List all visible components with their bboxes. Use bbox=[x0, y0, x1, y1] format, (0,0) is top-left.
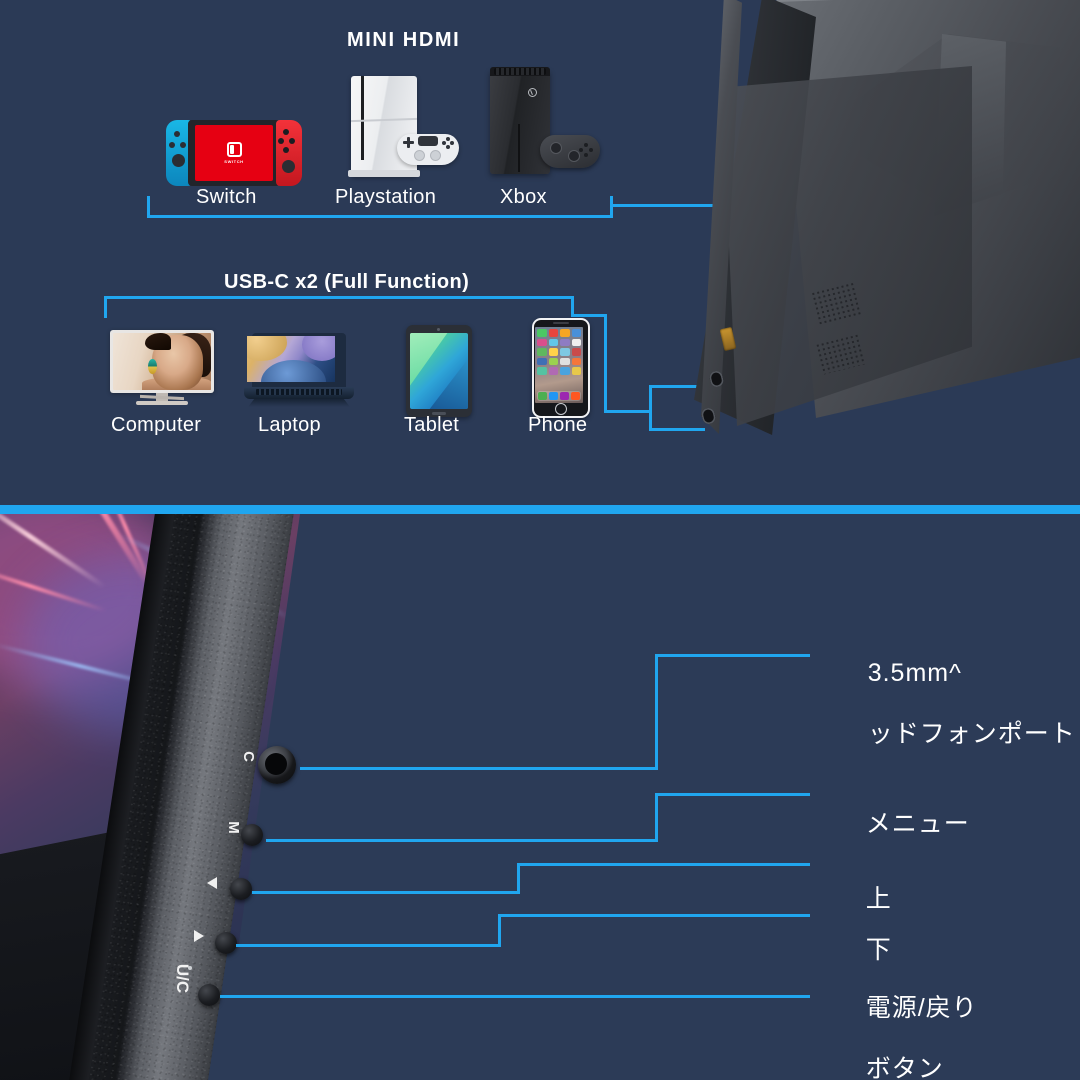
callout-down-line1: 下 bbox=[865, 935, 892, 964]
callout-label-headphone: 3.5mm^ ッドフォンポート bbox=[820, 627, 1076, 780]
portable-monitor-rear-render bbox=[672, 0, 1080, 466]
callout-line-power-h bbox=[220, 995, 810, 998]
hdmi-leader-horizontal bbox=[610, 204, 732, 207]
device-label-switch: Switch bbox=[196, 186, 257, 208]
phone-screen-homescreen bbox=[535, 327, 583, 403]
xbox-top-vent bbox=[494, 68, 546, 75]
usbc-bracket-right-tick bbox=[571, 296, 574, 317]
callout-line-headphone-v bbox=[655, 654, 658, 770]
callout-line-menu-v bbox=[655, 793, 658, 842]
ps-disc-slot bbox=[361, 76, 364, 160]
power-back-button[interactable] bbox=[198, 984, 220, 1006]
callout-up-line1: 上 bbox=[865, 884, 892, 913]
up-arrow-icon bbox=[207, 877, 217, 889]
tablet-screen-wallpaper bbox=[410, 333, 468, 409]
device-label-playstation: Playstation bbox=[335, 186, 437, 208]
headphone-jack-mark: C bbox=[239, 751, 257, 762]
up-button[interactable] bbox=[230, 878, 252, 900]
ps-base bbox=[348, 170, 420, 177]
callout-headphone-line2: ッドフォンポート bbox=[867, 719, 1076, 748]
bottom-panel-controls: C M U/C 3.5mm^ ッドフォンポート bbox=[0, 514, 1080, 1080]
smartphone-icon bbox=[532, 318, 590, 418]
power-led-indicator bbox=[188, 966, 192, 970]
usbc-leader-v2 bbox=[649, 385, 652, 431]
callout-power-line1: 電源/戻り bbox=[865, 993, 978, 1022]
callout-label-power: 電源/戻り ボタン bbox=[818, 962, 978, 1080]
desktop-monitor-icon bbox=[110, 330, 214, 410]
phone-dock bbox=[537, 391, 581, 401]
phone-app-grid bbox=[537, 329, 581, 375]
xbox-console-body bbox=[490, 70, 550, 174]
tablet-camera-icon bbox=[437, 328, 440, 331]
callout-line-up-v bbox=[517, 863, 520, 894]
callout-label-up: 上 bbox=[818, 853, 892, 945]
device-label-phone: Phone bbox=[528, 414, 588, 436]
tablet-home-bar bbox=[432, 412, 446, 415]
switch-wordmark: SWITCH bbox=[224, 159, 244, 164]
xbox-logo-icon bbox=[528, 88, 537, 97]
hdmi-bracket-base bbox=[147, 215, 613, 218]
usbc-leader-to-port1 bbox=[649, 385, 711, 388]
menu-button-mark: M bbox=[224, 821, 242, 834]
top-panel-connectivity: MINI HDMI SWITCH Switch bbox=[0, 0, 1080, 505]
down-arrow-icon bbox=[194, 930, 204, 942]
hdmi-bracket-right-tick bbox=[610, 196, 613, 218]
device-label-xbox: Xbox bbox=[500, 186, 547, 208]
usbc-leader-h2 bbox=[604, 410, 652, 413]
device-label-laptop: Laptop bbox=[258, 414, 321, 436]
callout-line-up-h2 bbox=[517, 863, 810, 866]
switch-screen: SWITCH bbox=[195, 125, 273, 181]
phone-earpiece-icon bbox=[553, 322, 569, 324]
callout-line-up-h1 bbox=[252, 891, 520, 894]
laptop-keyboard bbox=[256, 389, 342, 395]
usbc-bracket-top bbox=[104, 296, 574, 299]
callout-headphone-line1: 3.5mm^ bbox=[867, 658, 962, 687]
tablet-icon bbox=[406, 325, 472, 417]
usbc-leader-to-port2 bbox=[649, 428, 705, 431]
switch-right-joycon bbox=[276, 120, 302, 186]
hdmi-bracket-left-tick bbox=[147, 196, 150, 218]
laptop-icon bbox=[244, 333, 354, 409]
callout-line-down-h1 bbox=[236, 944, 501, 947]
phone-home-button bbox=[555, 403, 567, 415]
callout-line-down-h2 bbox=[498, 914, 810, 917]
nintendo-switch-icon: SWITCH bbox=[166, 120, 302, 186]
callout-menu-line1: メニュー bbox=[865, 809, 970, 838]
device-label-computer: Computer bbox=[111, 414, 202, 436]
callout-line-headphone-h2 bbox=[655, 654, 810, 657]
down-button[interactable] bbox=[215, 932, 237, 954]
ps-dualshock-controller bbox=[397, 128, 459, 170]
laptop-screen-wallpaper bbox=[247, 336, 335, 382]
playstation-console-icon bbox=[345, 66, 463, 177]
callout-power-line2: ボタン bbox=[865, 1054, 944, 1080]
usbc-leader-h1 bbox=[571, 314, 607, 317]
callout-line-menu-h2 bbox=[655, 793, 810, 796]
callout-label-menu: メニュー bbox=[818, 778, 970, 870]
mini-hdmi-section-title: MINI HDMI bbox=[347, 29, 461, 51]
menu-button[interactable] bbox=[241, 824, 263, 846]
callout-line-down-v bbox=[498, 914, 501, 947]
headphone-jack[interactable] bbox=[258, 746, 296, 784]
xbox-console-icon bbox=[482, 64, 600, 176]
section-divider bbox=[0, 505, 1080, 514]
callout-label-down: 下 bbox=[818, 904, 892, 996]
device-label-tablet: Tablet bbox=[404, 414, 460, 436]
usbc-bracket-left-tick bbox=[104, 296, 107, 318]
callout-line-headphone-h1 bbox=[300, 767, 658, 770]
usbc-leader-v1 bbox=[604, 314, 607, 413]
xbox-controller bbox=[540, 130, 600, 174]
callout-line-menu-h1 bbox=[266, 839, 658, 842]
power-button-mark: U/C bbox=[173, 963, 193, 994]
computer-screen-wallpaper bbox=[113, 333, 211, 390]
usb-c-section-title: USB-C x2 (Full Function) bbox=[224, 271, 470, 293]
switch-logo-icon bbox=[226, 142, 242, 157]
switch-left-joycon bbox=[166, 120, 192, 186]
